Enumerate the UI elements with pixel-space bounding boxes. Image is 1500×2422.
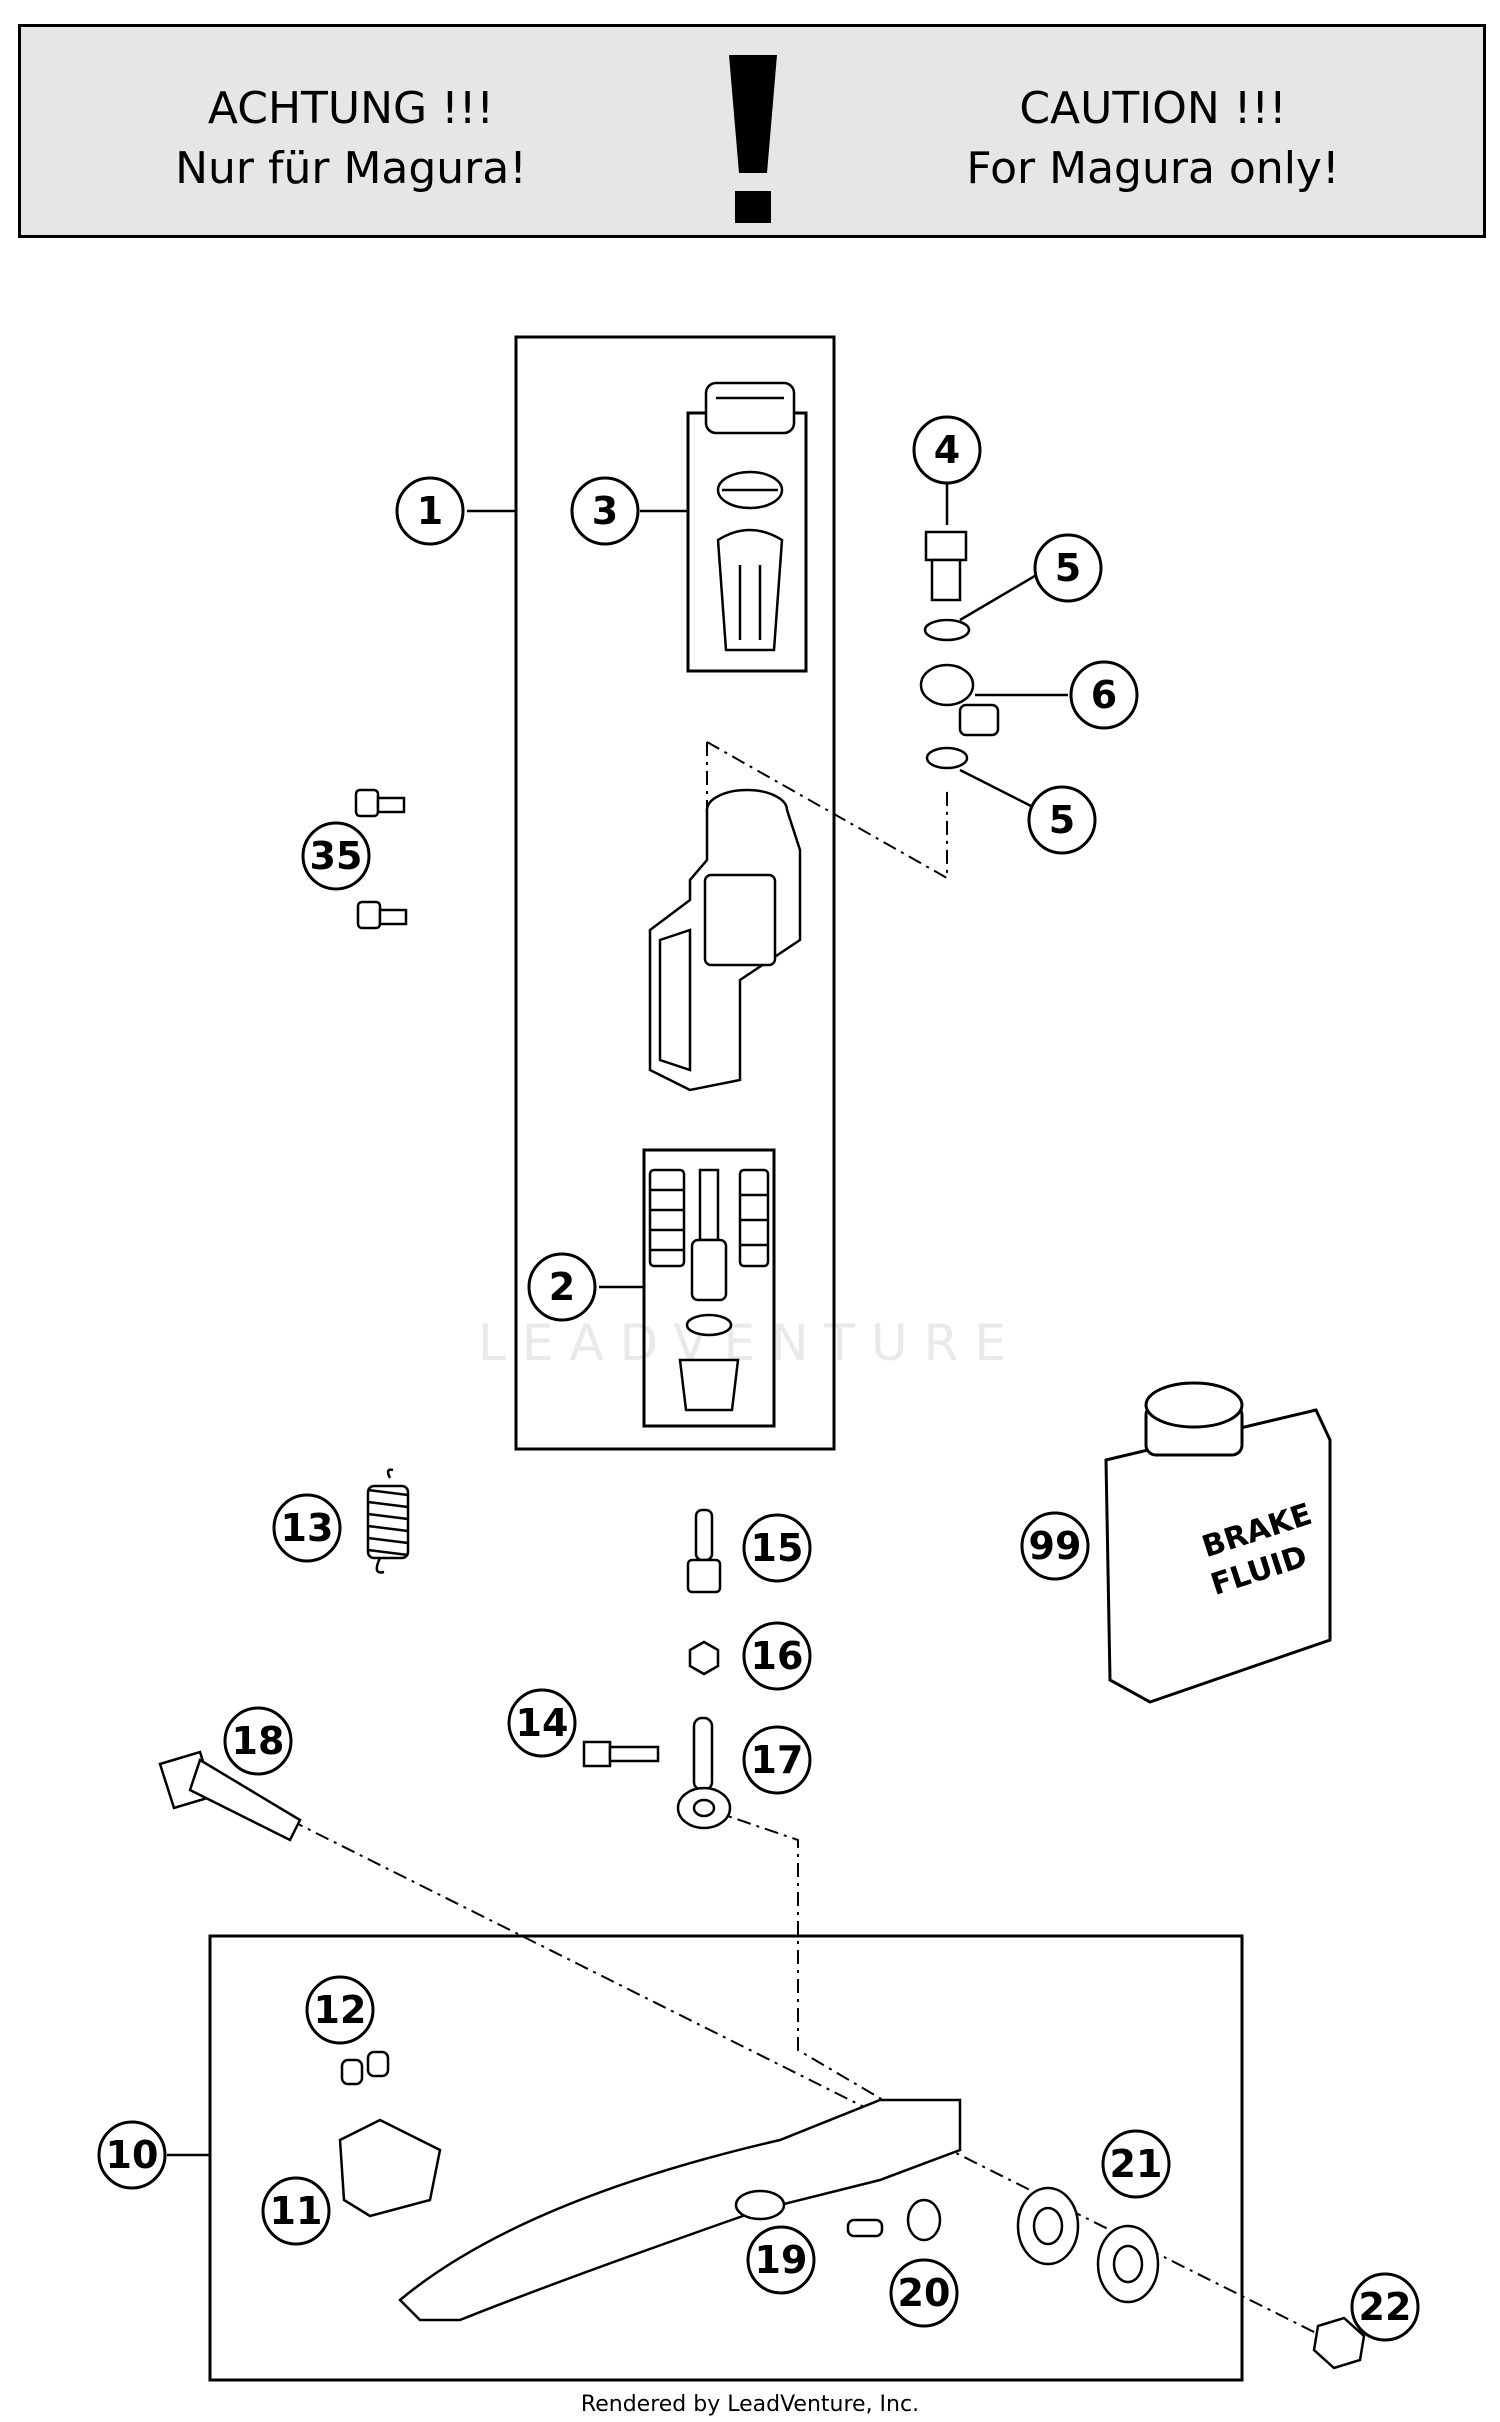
pedal-tip bbox=[338, 2118, 442, 2218]
svg-text:4: 4 bbox=[934, 428, 960, 472]
pedal-parts bbox=[338, 2050, 1366, 2370]
svg-text:21: 21 bbox=[1110, 2142, 1163, 2186]
warning-banner: ACHTUNG !!! Nur für Magura! CAUTION !!! … bbox=[18, 24, 1486, 238]
reservoir-parts bbox=[704, 381, 796, 652]
svg-text:99: 99 bbox=[1029, 1524, 1082, 1568]
callout-22[interactable]: 22 bbox=[1350, 2272, 1420, 2342]
svg-text:3: 3 bbox=[592, 489, 618, 533]
callout-21[interactable]: 21 bbox=[1101, 2129, 1171, 2199]
warning-english: CAUTION !!! For Magura only! bbox=[873, 79, 1433, 199]
callout-1[interactable]: 1 bbox=[395, 476, 465, 546]
svg-text:17: 17 bbox=[751, 1738, 804, 1782]
brake-fluid-can bbox=[1104, 1381, 1332, 1704]
leader-lines bbox=[167, 483, 1068, 2157]
svg-text:6: 6 bbox=[1091, 673, 1117, 717]
banjo-fitting bbox=[919, 663, 975, 707]
callout-12[interactable]: 12 bbox=[305, 1975, 375, 2045]
callout-17[interactable]: 17 bbox=[742, 1725, 812, 1795]
svg-text:19: 19 bbox=[755, 2238, 808, 2282]
brake-pedal-frame bbox=[208, 1934, 1244, 2382]
svg-text:11: 11 bbox=[270, 2189, 323, 2233]
callout-13[interactable]: 13 bbox=[272, 1493, 342, 1563]
callout-20[interactable]: 20 bbox=[889, 2258, 959, 2328]
pushrod-parts bbox=[582, 1508, 732, 1830]
warning-german-line1: ACHTUNG !!! bbox=[207, 83, 495, 134]
svg-text:5: 5 bbox=[1049, 798, 1075, 842]
callout-18[interactable]: 18 bbox=[223, 1706, 293, 1776]
svg-text:20: 20 bbox=[898, 2271, 951, 2315]
warning-german: ACHTUNG !!! Nur für Magura! bbox=[71, 79, 631, 199]
sealing-washer-lower bbox=[925, 746, 969, 770]
exclamation-icon bbox=[729, 55, 777, 223]
svg-text:13: 13 bbox=[281, 1506, 334, 1550]
svg-text:1: 1 bbox=[417, 489, 443, 533]
callout-14[interactable]: 14 bbox=[507, 1688, 577, 1758]
warning-english-line2: For Magura only! bbox=[966, 143, 1340, 194]
footer-credit: Rendered by LeadVenture, Inc. bbox=[580, 2392, 920, 2417]
svg-text:5: 5 bbox=[1055, 546, 1081, 590]
warning-english-line1: CAUTION !!! bbox=[1019, 83, 1287, 134]
callout-4[interactable]: 4 bbox=[912, 415, 982, 485]
reservoir-body bbox=[716, 528, 784, 652]
svg-text:12: 12 bbox=[314, 1988, 367, 2032]
svg-text:18: 18 bbox=[232, 1719, 285, 1763]
callout-5-lower[interactable]: 5 bbox=[1027, 785, 1097, 855]
svg-text:22: 22 bbox=[1359, 2285, 1412, 2329]
piston-kit-parts bbox=[648, 1168, 770, 1412]
banjo-parts bbox=[919, 530, 1000, 770]
warning-german-line2: Nur für Magura! bbox=[175, 143, 527, 194]
callouts: 1 2 3 4 5 5 6 35 13 15 16 99 14 17 18 12… bbox=[97, 415, 1420, 2342]
callout-10[interactable]: 10 bbox=[97, 2120, 167, 2190]
pivot-pin bbox=[158, 1750, 302, 1842]
master-cylinder-body bbox=[648, 788, 802, 1092]
screw-parts bbox=[354, 788, 408, 930]
reservoir-cap bbox=[704, 381, 796, 435]
callout-19[interactable]: 19 bbox=[746, 2225, 816, 2295]
callout-5-upper[interactable]: 5 bbox=[1033, 533, 1103, 603]
svg-text:35: 35 bbox=[310, 834, 363, 878]
callout-6[interactable]: 6 bbox=[1069, 660, 1139, 730]
callout-3[interactable]: 3 bbox=[570, 476, 640, 546]
callout-35[interactable]: 35 bbox=[301, 821, 371, 891]
banjo-bolt bbox=[924, 530, 968, 562]
svg-text:10: 10 bbox=[106, 2133, 159, 2177]
master-cylinder-frame bbox=[514, 335, 836, 1451]
watermark: LEADVENTURE bbox=[478, 1314, 1022, 1372]
svg-text:2: 2 bbox=[549, 1265, 575, 1309]
callout-2[interactable]: 2 bbox=[527, 1252, 597, 1322]
nut-part bbox=[688, 1640, 720, 1676]
svg-text:14: 14 bbox=[516, 1701, 569, 1745]
callout-99[interactable]: 99 bbox=[1020, 1511, 1090, 1581]
svg-text:16: 16 bbox=[751, 1634, 804, 1678]
svg-text:15: 15 bbox=[751, 1526, 804, 1570]
callout-16[interactable]: 16 bbox=[742, 1621, 812, 1691]
brake-pedal bbox=[398, 2098, 962, 2322]
callout-11[interactable]: 11 bbox=[261, 2176, 331, 2246]
callout-15[interactable]: 15 bbox=[742, 1513, 812, 1583]
sealing-washer bbox=[923, 618, 971, 642]
spring-part bbox=[366, 1468, 410, 1574]
